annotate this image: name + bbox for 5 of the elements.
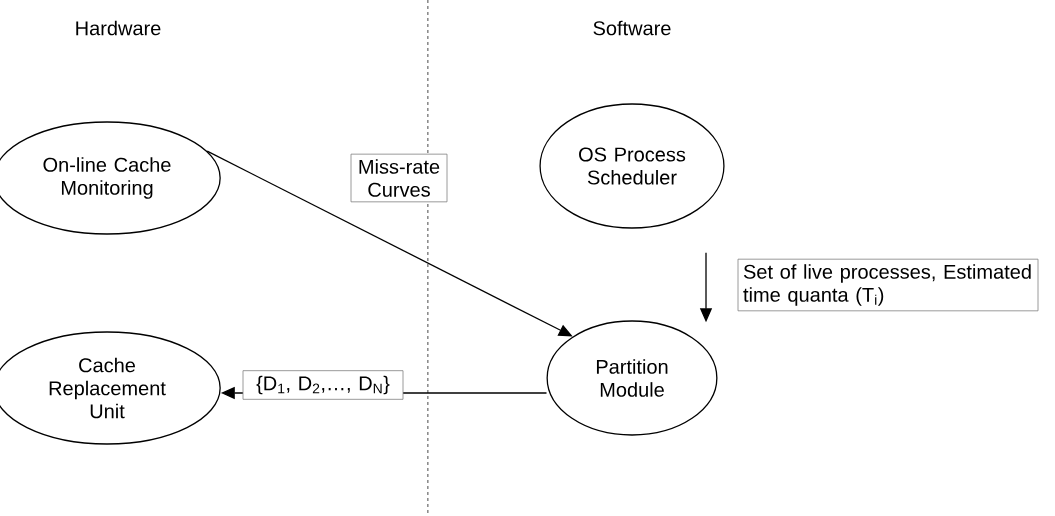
edge-label: Set of live processes, Estimated time quanta (T$_{i}$) bbox=[737, 258, 1039, 312]
section-heading: Software bbox=[593, 20, 671, 36]
section-heading: Hardware bbox=[76, 20, 161, 36]
edge-label: {D$_{1}$, D$_{2}$,…, D$_{N}$} bbox=[242, 370, 404, 400]
edge-label: Miss-rate Curves bbox=[350, 153, 448, 203]
